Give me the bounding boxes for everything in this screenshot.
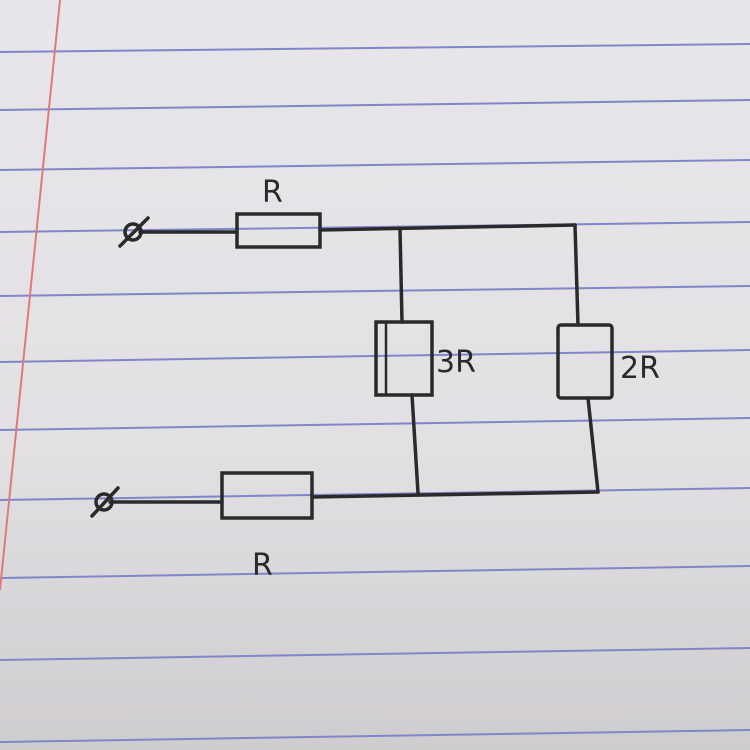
resistor-2r [556, 323, 614, 400]
wire-mid-upper [398, 227, 404, 324]
label-3r: 3R [436, 345, 476, 380]
resistor-3r [374, 320, 434, 397]
wire-mid-lower [410, 393, 420, 495]
wire-right-lower [586, 396, 600, 494]
label-bottom-resistor: R [252, 548, 273, 583]
wire-top [318, 223, 577, 232]
ruled-lines [0, 43, 750, 743]
wire-bottom [310, 490, 600, 499]
terminal-bottom-icon [94, 492, 114, 512]
label-2r: 2R [620, 351, 660, 386]
label-top-resistor: R [262, 175, 283, 210]
terminal-top-icon [123, 222, 143, 242]
circuit [90, 212, 614, 520]
margin-line [0, 0, 61, 591]
wire-right-upper [573, 223, 580, 327]
